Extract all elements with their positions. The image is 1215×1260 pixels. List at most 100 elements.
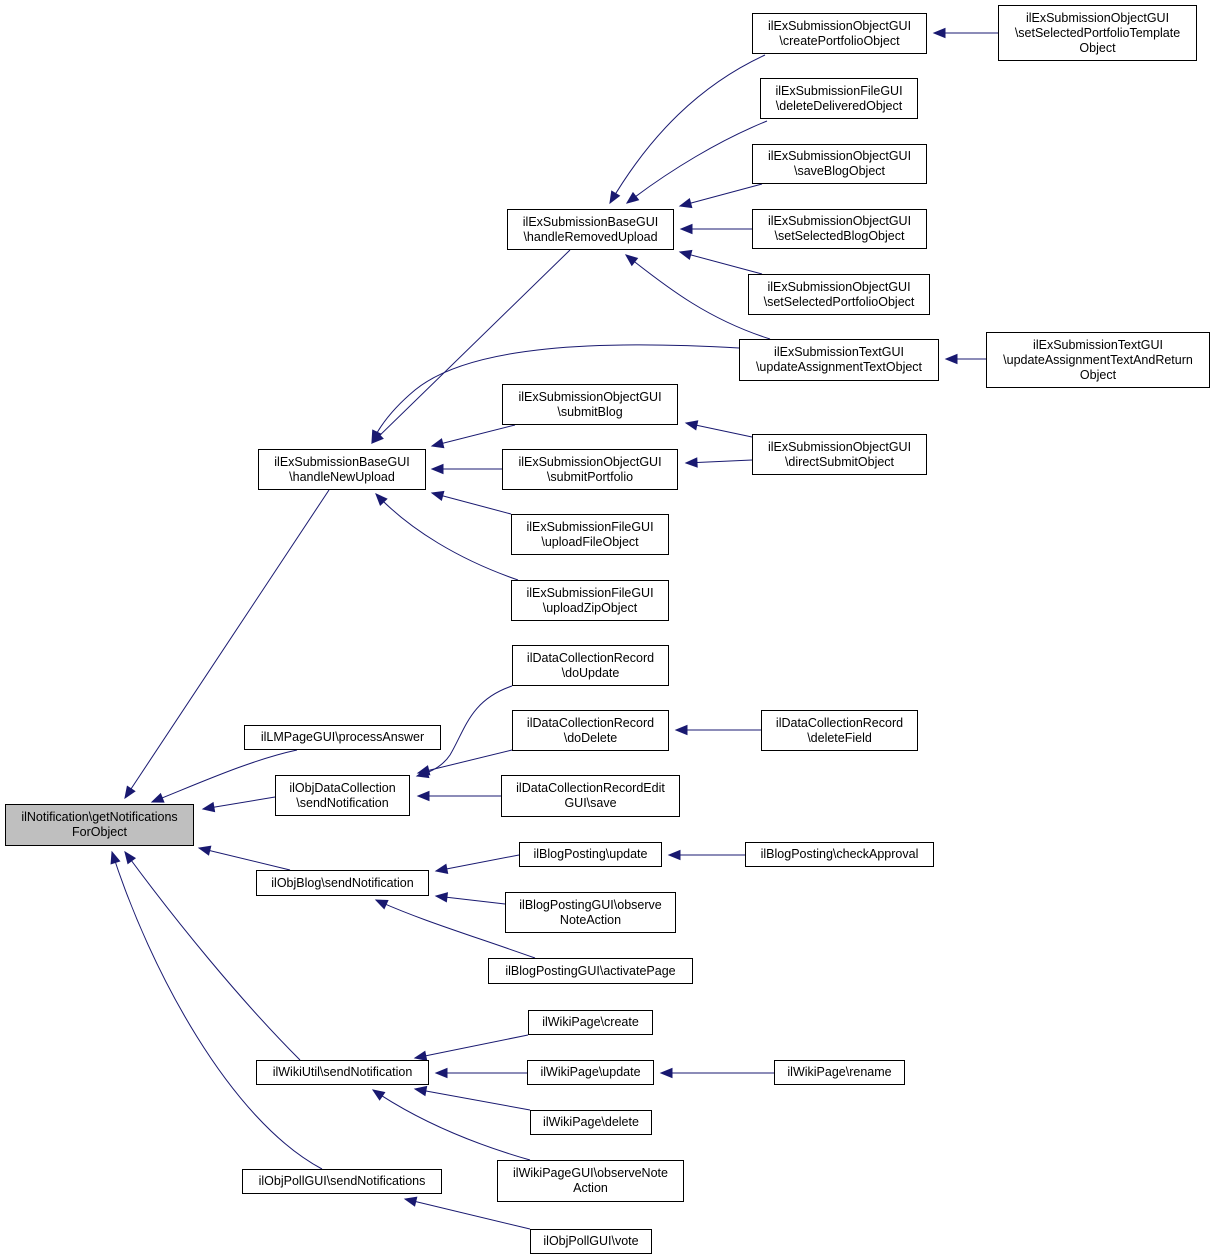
arrowhead xyxy=(684,457,698,468)
node-label-line: \sendNotification xyxy=(296,795,389,810)
node-label-line: \setSelectedBlogObject xyxy=(774,229,905,243)
node-label-line: \directSubmitObject xyxy=(784,454,895,469)
node-label-line: ilBlogPostingGUI\activatePage xyxy=(505,963,676,978)
call-edge-from-dc-record-do-update xyxy=(416,685,513,777)
arrowhead xyxy=(624,254,639,267)
node-label-line: ilExSubmissionTextGUI xyxy=(774,345,904,359)
node-label-line: NoteAction xyxy=(559,912,622,927)
node-obj-poll-send-notifications[interactable]: ilObjPollGUI\sendNotifications xyxy=(242,1169,442,1194)
node-set-selected-blog-object[interactable]: ilExSubmissionObjectGUI\setSelectedBlogO… xyxy=(752,209,927,249)
arrowhead xyxy=(374,899,389,910)
node-dc-record-do-update[interactable]: ilDataCollectionRecord\doUpdate xyxy=(512,645,669,686)
node-update-assignment-text-object[interactable]: ilExSubmissionTextGUI\updateAssignmentTe… xyxy=(739,339,939,381)
node-label-line: ilExSubmissionObjectGUI xyxy=(767,439,912,454)
node-label-line: ilExSubmissionObjectGUI xyxy=(767,149,912,163)
node-set-selected-portfolio-object[interactable]: ilExSubmissionObjectGUI\setSelectedPortf… xyxy=(748,274,930,315)
node-obj-dc-send-notification[interactable]: ilObjDataCollection\sendNotification xyxy=(275,775,410,816)
arrowhead xyxy=(667,849,681,861)
call-edge-from-create-portfolio-object xyxy=(609,54,766,204)
node-obj-blog-send-notification[interactable]: ilObjBlog\sendNotification xyxy=(256,870,429,896)
node-label-line: ilExSubmissionFileGUI xyxy=(526,519,654,534)
call-edge-from-update-assignment-text-object xyxy=(371,344,740,443)
arrowhead xyxy=(609,190,621,205)
arrowhead xyxy=(371,429,382,444)
node-submit-portfolio[interactable]: ilExSubmissionObjectGUI\submitPortfolio xyxy=(502,449,678,490)
node-blog-posting-update[interactable]: ilBlogPosting\update xyxy=(519,842,662,867)
node-label-line: ilDataCollectionRecord xyxy=(526,715,655,730)
call-edge-from-set-selected-portfolio-object xyxy=(679,251,763,275)
arrowhead xyxy=(371,1089,386,1101)
node-label-line: ilWikiPage\rename xyxy=(787,1065,892,1079)
node-label-line: ilExSubmissionBaseGUI xyxy=(274,454,410,469)
call-edge-from-blog-posting-gui-observe-note xyxy=(435,895,506,905)
node-handle-removed-upload[interactable]: ilExSubmissionBaseGUI\handleRemovedUploa… xyxy=(507,209,674,250)
arrowhead xyxy=(413,1050,428,1061)
node-label-line: ilLMPageGUI\processAnswer xyxy=(260,730,425,744)
node-delete-delivered-object[interactable]: ilExSubmissionFileGUI\deleteDeliveredObj… xyxy=(760,78,918,119)
node-blog-posting-gui-activate-page[interactable]: ilBlogPostingGUI\activatePage xyxy=(488,958,693,984)
call-edge-from-wiki-page-delete xyxy=(414,1088,531,1111)
call-edge-from-blog-posting-update xyxy=(435,854,520,872)
node-label-line: \handleNewUpload xyxy=(289,469,395,484)
node-label-line: \setSelectedPortfolioTemplate xyxy=(1014,25,1181,40)
node-label-line: ilDataCollectionRecord xyxy=(526,650,655,665)
node-label-line: \deleteField xyxy=(807,730,872,745)
node-label-line: Object xyxy=(1079,40,1116,55)
node-dc-record-do-delete[interactable]: ilDataCollectionRecord\doDelete xyxy=(512,710,669,751)
arrowhead xyxy=(932,27,946,39)
node-wiki-page-rename[interactable]: ilWikiPage\rename xyxy=(774,1060,905,1085)
node-handle-new-upload[interactable]: ilExSubmissionBaseGUI\handleNewUpload xyxy=(258,449,426,490)
node-label-line: \uploadFileObject xyxy=(541,534,639,549)
node-label-line: \setSelectedPortfolioObject xyxy=(763,294,915,309)
arrowhead xyxy=(625,191,640,204)
node-label-line: ilObjPollGUI\sendNotifications xyxy=(258,1174,426,1188)
node-create-portfolio-object[interactable]: ilExSubmissionObjectGUI\createPortfolioO… xyxy=(752,13,927,54)
node-label-line: ilExSubmissionObjectGUI xyxy=(767,18,912,33)
node-label-line: \doDelete xyxy=(563,730,618,745)
arrowhead xyxy=(124,850,137,865)
call-edge-from-obj-poll-vote xyxy=(404,1198,531,1230)
call-edge-from-lm-page-process-answer xyxy=(151,749,298,803)
node-label-line: ilObjPollGUI\vote xyxy=(543,1234,639,1248)
node-save-blog-object[interactable]: ilExSubmissionObjectGUI\saveBlogObject xyxy=(752,144,927,184)
node-lm-page-process-answer[interactable]: ilLMPageGUI\processAnswer xyxy=(244,725,441,750)
arrowhead xyxy=(197,845,212,856)
node-label-line: ilExSubmissionTextGUI xyxy=(1033,337,1163,352)
node-wiki-page-update[interactable]: ilWikiPage\update xyxy=(527,1060,654,1085)
node-update-assignment-text-and-return-object[interactable]: ilExSubmissionTextGUI\updateAssignmentTe… xyxy=(986,332,1210,388)
node-label-line: ilExSubmissionFileGUI xyxy=(775,83,903,98)
node-wiki-util-send-notification[interactable]: ilWikiUtil\sendNotification xyxy=(256,1060,429,1085)
node-upload-zip-object[interactable]: ilExSubmissionFileGUI\uploadZipObject xyxy=(511,580,669,621)
node-label-line: \saveBlogObject xyxy=(793,164,886,178)
node-wiki-page-delete[interactable]: ilWikiPage\delete xyxy=(530,1110,652,1135)
node-dc-record-delete-field[interactable]: ilDataCollectionRecord\deleteField xyxy=(761,710,918,751)
node-obj-poll-vote[interactable]: ilObjPollGUI\vote xyxy=(530,1229,652,1254)
arrowhead xyxy=(430,438,445,449)
call-edge-from-upload-zip-object xyxy=(375,493,519,581)
node-label-line: \updateAssignmentTextObject xyxy=(755,360,923,374)
node-submit-blog[interactable]: ilExSubmissionObjectGUI\submitBlog xyxy=(502,384,678,425)
node-label-line: ilWikiPageGUI\observeNote xyxy=(513,1166,668,1180)
arrowhead xyxy=(201,801,216,813)
node-direct-submit-object[interactable]: ilExSubmissionObjectGUI\directSubmitObje… xyxy=(752,434,927,475)
call-edge-from-handle-removed-upload xyxy=(371,249,571,444)
arrowhead xyxy=(434,1067,448,1079)
node-wiki-page-create[interactable]: ilWikiPage\create xyxy=(528,1010,653,1035)
call-edge-from-obj-blog-send-notification xyxy=(198,847,291,871)
node-upload-file-object[interactable]: ilExSubmissionFileGUI\uploadFileObject xyxy=(511,514,669,555)
node-blog-posting-check-approval[interactable]: ilBlogPosting\checkApproval xyxy=(745,842,934,867)
node-label-line: \submitPortfolio xyxy=(546,469,634,484)
node-label-line: \deleteDeliveredObject xyxy=(775,98,903,113)
node-set-selected-portfolio-template-object[interactable]: ilExSubmissionObjectGUI\setSelectedPortf… xyxy=(998,5,1197,61)
node-label-line: ilObjDataCollection xyxy=(289,780,396,795)
call-edge-from-dc-record-do-delete xyxy=(417,749,513,774)
call-edge-from-upload-file-object xyxy=(431,492,512,515)
call-edge-from-wiki-page-create xyxy=(414,1034,529,1059)
node-label-line: ilExSubmissionObjectGUI xyxy=(767,279,911,294)
